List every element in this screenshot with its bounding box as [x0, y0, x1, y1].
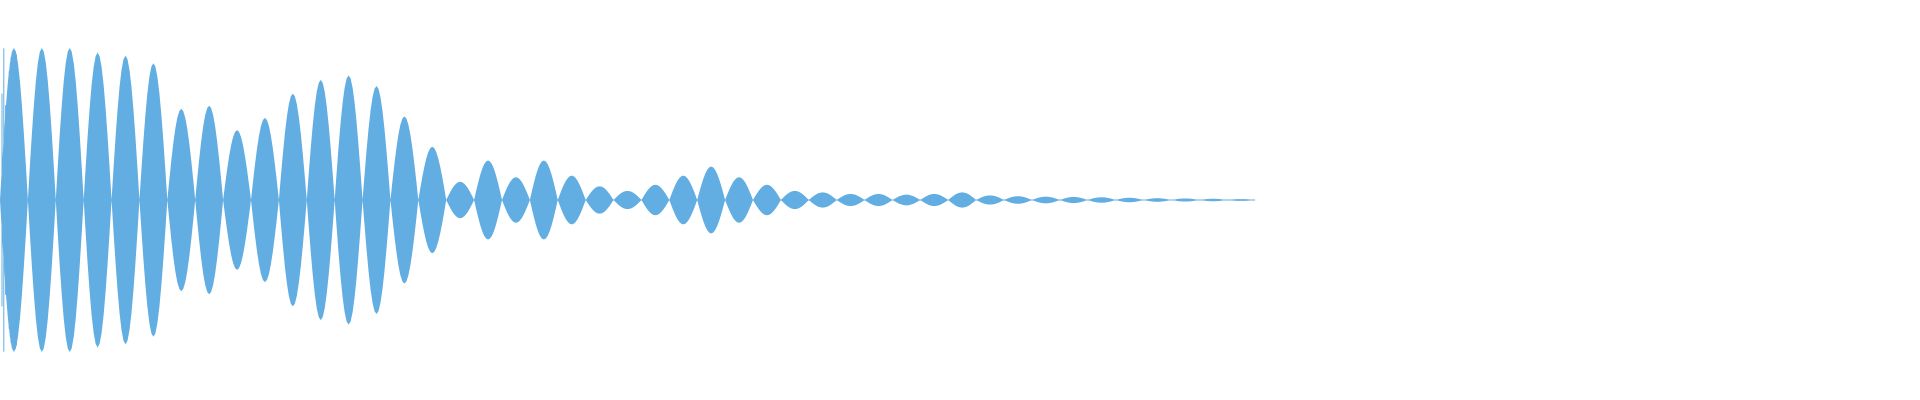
audio-waveform — [0, 48, 1255, 352]
